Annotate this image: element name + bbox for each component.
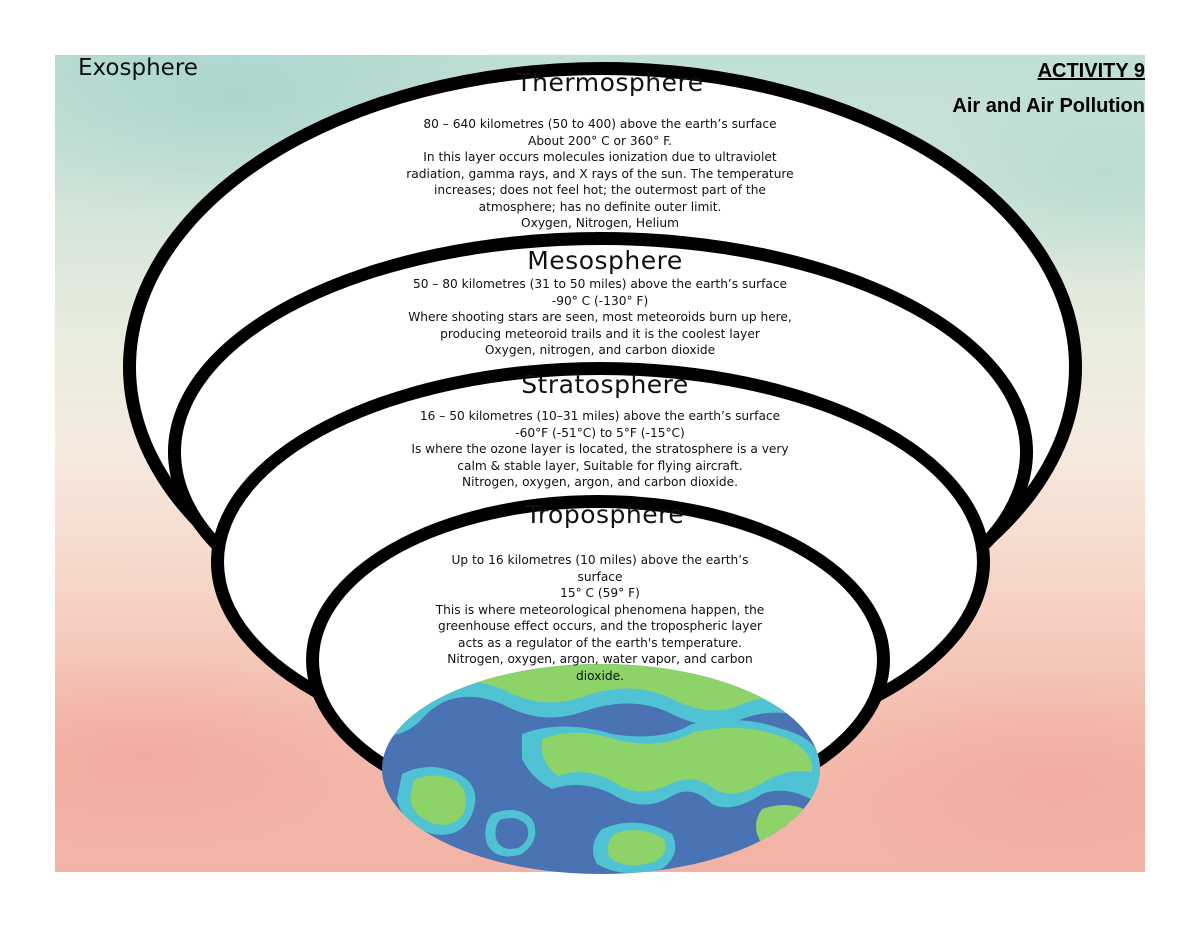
troposphere-line: This is where meteorological phenomena h… xyxy=(435,602,765,617)
activity-topic: Air and Air Pollution xyxy=(952,95,1145,117)
thermosphere-line: In this layer occurs molecules ionizatio… xyxy=(423,150,777,164)
mesosphere-line: Where shooting stars are seen, most mete… xyxy=(408,310,792,324)
troposphere-line: surface xyxy=(577,569,623,584)
stratosphere-title: Stratosphere xyxy=(521,370,689,399)
thermosphere-line: Oxygen, Nitrogen, Helium xyxy=(521,216,679,230)
stratosphere-line: 16 – 50 kilometres (10–31 miles) above t… xyxy=(419,409,781,423)
mesosphere-line: producing meteoroid trails and it is the… xyxy=(440,326,760,341)
mesosphere-description: 50 – 80 kilometres (31 to 50 miles) abov… xyxy=(310,276,890,359)
troposphere-line: acts as a regulator of the earth's tempe… xyxy=(458,635,742,650)
thermosphere-line: 80 – 640 kilometres (50 to 400) above th… xyxy=(423,117,777,131)
thermosphere-line: About 200° C or 360° F. xyxy=(527,133,673,148)
troposphere-line: Up to 16 kilometres (10 miles) above the… xyxy=(451,553,749,567)
stratosphere-line: calm & stable layer, Suitable for flying… xyxy=(457,458,743,473)
troposphere-line: dioxide. xyxy=(576,668,624,683)
troposphere-line: greenhouse effect occurs, and the tropos… xyxy=(438,619,762,633)
earth-globe-icon xyxy=(382,664,820,874)
thermosphere-line: atmosphere; has no definite outer limit. xyxy=(478,199,722,214)
mesosphere-line: -90° C (-130° F) xyxy=(551,293,649,308)
troposphere-line: Nitrogen, oxygen, argon, water vapor, an… xyxy=(447,652,753,666)
thermosphere-description: 80 – 640 kilometres (50 to 400) above th… xyxy=(300,116,900,232)
stratosphere-line: Nitrogen, oxygen, argon, and carbon diox… xyxy=(461,475,738,489)
mesosphere-line: 50 – 80 kilometres (31 to 50 miles) abov… xyxy=(412,277,788,291)
troposphere-description: Up to 16 kilometres (10 miles) above the… xyxy=(360,552,840,684)
stratosphere-description: 16 – 50 kilometres (10–31 miles) above t… xyxy=(295,408,905,491)
mesosphere-title: Mesosphere xyxy=(527,246,683,275)
thermosphere-line: radiation, gamma rays, and X rays of the… xyxy=(406,166,794,181)
stratosphere-line: -60°F (-51°C) to 5°F (-15°C) xyxy=(515,425,685,440)
thermosphere-line: increases; does not feel hot; the outerm… xyxy=(434,183,766,197)
stratosphere-line: Is where the ozone layer is located, the… xyxy=(411,442,789,456)
troposphere-title: Troposphere xyxy=(525,500,685,529)
mesosphere-line: Oxygen, nitrogen, and carbon dioxide xyxy=(484,343,716,357)
troposphere-line: 15° C (59° F) xyxy=(560,586,640,600)
thermosphere-title: Thermosphere xyxy=(516,68,704,97)
activity-number: ACTIVITY 9 xyxy=(1037,60,1145,82)
exosphere-title: Exosphere xyxy=(78,55,198,81)
